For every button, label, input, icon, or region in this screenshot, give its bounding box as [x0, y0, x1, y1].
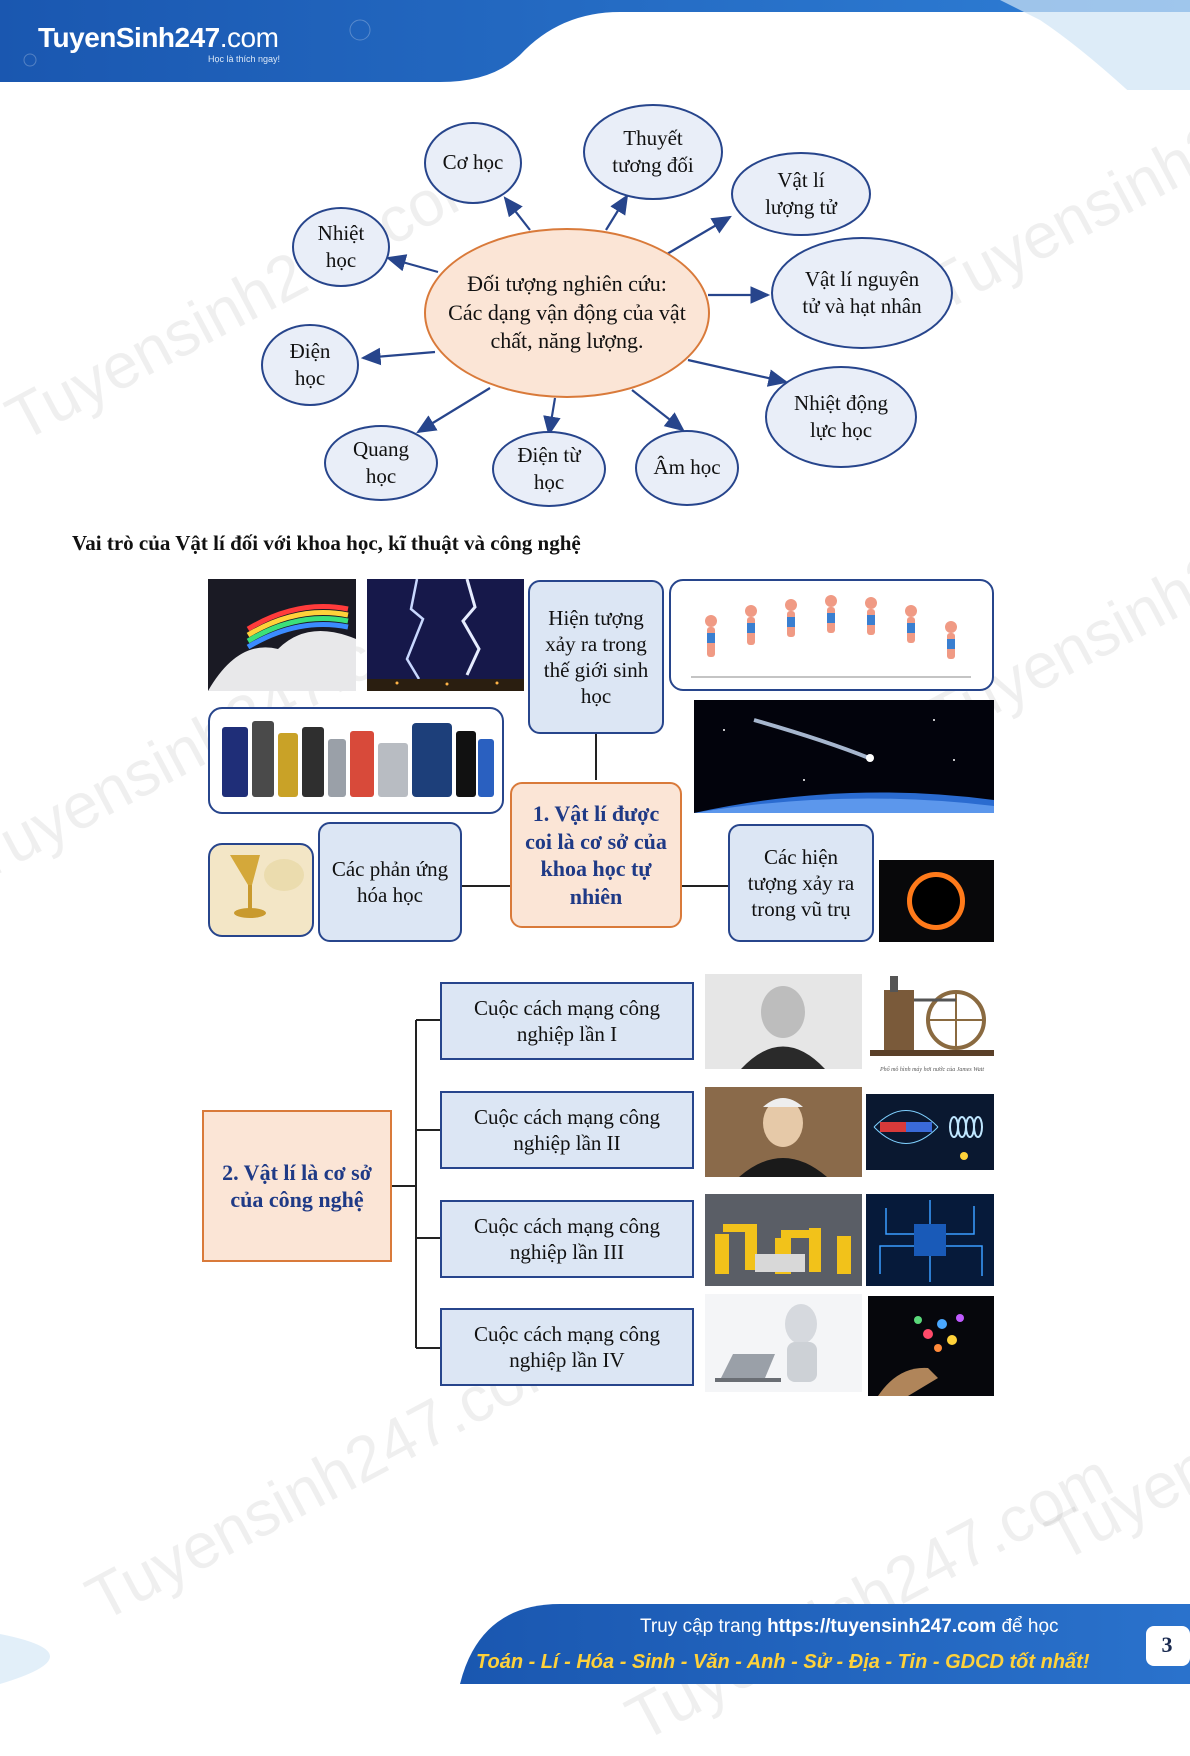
magnetic-coil-image [866, 1094, 994, 1170]
section-heading: Vai trò của Vật lí đối với khoa học, kĩ … [72, 531, 581, 555]
science-connectors [462, 734, 728, 887]
digital-hand-icon [868, 1296, 994, 1396]
technology-connectors [392, 1019, 440, 1349]
comet-image [694, 700, 994, 813]
node-vat-li-nguyen-tu: Vật lí nguyên tử và hạt nhân [771, 237, 953, 349]
faraday-portrait-image [705, 1087, 862, 1177]
footer-url-link[interactable]: https://tuyensinh247.com [767, 1616, 997, 1637]
node-nhiet-hoc: Nhiệt học [292, 207, 390, 287]
eclipse-image [879, 860, 994, 942]
revolution-1-box: Cuộc cách mạng công nghiệp lần I [440, 982, 694, 1060]
robot-laptop-icon [705, 1294, 862, 1392]
science-center-box: 1. Vật lí được coi là cơ sở của khoa học… [510, 782, 682, 928]
rainbow-cloud-image [208, 579, 356, 691]
goblet-image [208, 843, 314, 937]
batteries-image [208, 707, 504, 814]
node-nhiet-dong-luc-hoc: Nhiệt động lực học [765, 366, 917, 468]
factory-robots-image [705, 1194, 862, 1286]
node-thuyet-tuong-doi: Thuyết tương đối [583, 104, 723, 200]
portrait-icon [705, 1087, 862, 1177]
mindmap-center: Đối tượng nghiên cứu: Các dạng vận động … [424, 228, 710, 398]
revolution-2-box: Cuộc cách mạng công nghiệp lần II [440, 1091, 694, 1169]
steam-engine-image: Phổ mô hình máy hơi nước của James Watt [870, 970, 994, 1076]
circuit-board-icon [866, 1194, 994, 1286]
footer-visit-text: Truy cập trang https://tuyensinh247.com … [640, 1616, 1059, 1637]
site-logo[interactable]: TuyenSinh247.com [38, 22, 279, 53]
portrait-icon [705, 974, 862, 1069]
revolution-3-box: Cuộc cách mạng công nghiệp lần III [440, 1200, 694, 1278]
steam-engine-caption: Phổ mô hình máy hơi nước của James Watt [879, 1067, 985, 1073]
mindmap-arrows [360, 194, 789, 437]
factory-robots-icon [705, 1194, 862, 1286]
circuit-board-image [866, 1194, 994, 1286]
node-dien-tu-hoc: Điện từ học [492, 431, 606, 507]
footer-subjects: Toán - Lí - Hóa - Sinh - Văn - Anh - Sử … [476, 1651, 1090, 1673]
watt-portrait-image [705, 974, 862, 1069]
bio-phenomena-box: Hiện tượng xảy ra trong thế giới sinh họ… [528, 580, 664, 734]
rainbow-cloud-icon [208, 579, 356, 691]
long-jump-sequence-icon [691, 595, 971, 678]
robot-laptop-image [705, 1294, 862, 1392]
cosmos-phenomena-box: Các hiện tượng xảy ra trong vũ trụ [728, 824, 874, 942]
digital-hand-image [868, 1296, 994, 1396]
gold-goblet-icon [230, 855, 304, 918]
node-co-hoc: Cơ học [424, 122, 522, 204]
comet-icon [694, 700, 994, 813]
lightning-icon [367, 579, 524, 691]
page-number: 3 [1161, 1632, 1173, 1657]
node-dien-hoc: Điện học [261, 324, 359, 406]
lightning-image [367, 579, 524, 691]
header-banner [0, 0, 1190, 90]
node-quang-hoc: Quang học [324, 425, 438, 501]
technology-center-box: 2. Vật lí là cơ sở của công nghệ [202, 1110, 392, 1262]
magnetic-field-icon [866, 1094, 994, 1170]
batteries-icon [222, 721, 494, 797]
node-am-hoc: Âm học [635, 430, 739, 506]
site-tagline: Học là thích ngay! [208, 54, 281, 64]
solar-eclipse-icon [879, 860, 994, 942]
long-jump-image [669, 579, 994, 691]
steam-engine-icon [870, 976, 994, 1056]
footer-banner [0, 1604, 1190, 1684]
chem-reactions-box: Các phản ứng hóa học [318, 822, 462, 942]
revolution-4-box: Cuộc cách mạng công nghiệp lần IV [440, 1308, 694, 1386]
node-vat-li-luong-tu: Vật lí lượng tử [731, 152, 871, 236]
